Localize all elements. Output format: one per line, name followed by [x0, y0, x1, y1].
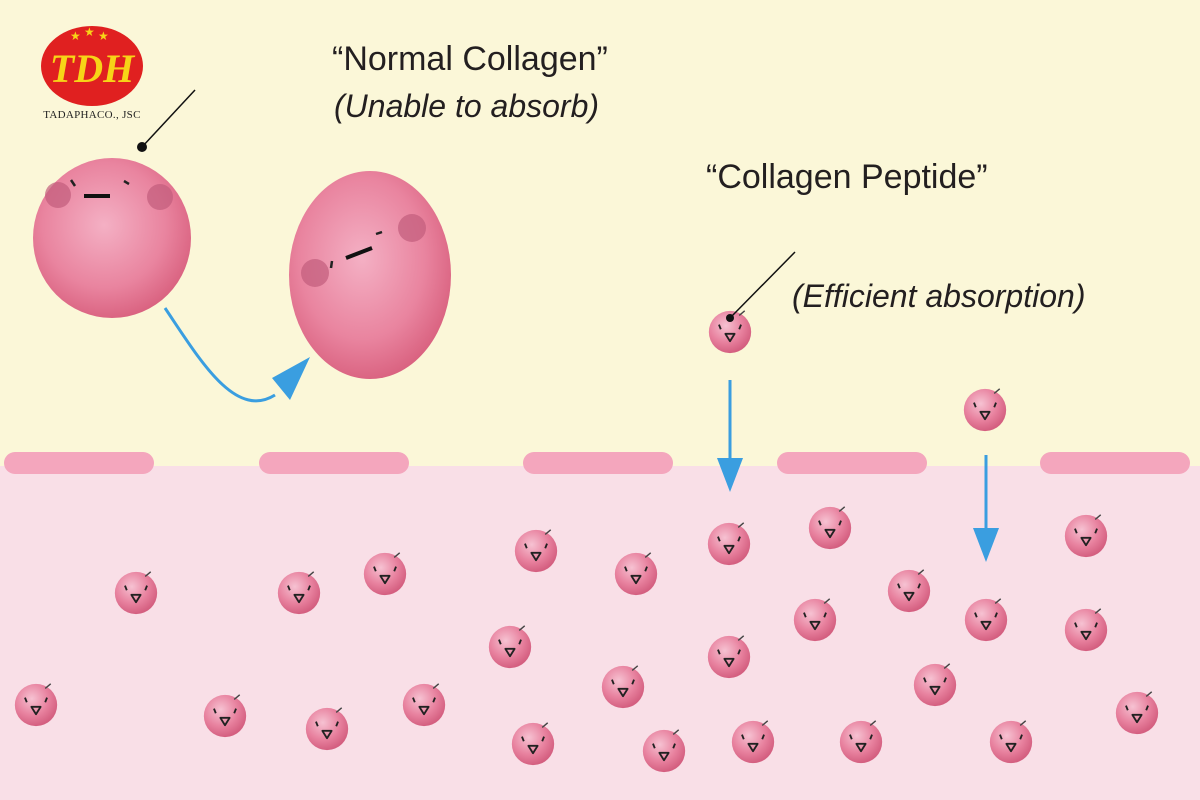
absorption-arrow — [973, 455, 999, 562]
membrane-segment — [4, 452, 154, 474]
normal-collagen-molecule-rejected — [289, 171, 451, 379]
peptide-molecule — [807, 505, 853, 551]
peptide-molecule — [202, 693, 248, 739]
peptide-molecule — [838, 719, 884, 765]
peptide-molecule-entering — [962, 387, 1008, 433]
membrane-segment — [523, 452, 673, 474]
peptide-molecule — [988, 719, 1034, 765]
normal-collagen-molecule — [33, 89, 196, 318]
peptide-molecule — [513, 528, 559, 574]
membrane-segment — [777, 452, 927, 474]
peptide-molecule — [487, 624, 533, 670]
collagen-peptide-molecule — [707, 251, 796, 355]
peptide-molecule — [706, 521, 752, 567]
peptide-molecule — [1114, 690, 1160, 736]
collagen-peptide-subtitle: (Efficient absorption) — [792, 278, 1086, 314]
peptide-molecule — [13, 682, 59, 728]
peptide-molecule — [641, 728, 687, 774]
peptide-molecule — [1063, 607, 1109, 653]
peptide-molecule — [304, 706, 350, 752]
membrane-segment — [259, 452, 409, 474]
peptide-molecule — [1063, 513, 1109, 559]
membrane — [4, 452, 1190, 474]
peptide-molecule — [362, 551, 408, 597]
svg-text:★: ★ — [84, 25, 95, 39]
absorption-arrow — [717, 380, 743, 492]
rejection-arrow — [163, 307, 310, 403]
svg-text:★: ★ — [98, 29, 109, 43]
membrane-segment — [1040, 452, 1190, 474]
peptide-molecule — [912, 662, 958, 708]
peptide-molecule — [706, 634, 752, 680]
tdh-logo: TDH ★ ★ ★ — [41, 25, 143, 106]
peptide-molecule — [113, 570, 159, 616]
peptide-molecule — [613, 551, 659, 597]
peptide-molecule — [886, 568, 932, 614]
peptide-molecule — [730, 719, 776, 765]
peptide-molecule — [276, 570, 322, 616]
upper-region — [0, 0, 1200, 466]
peptide-molecule — [401, 682, 447, 728]
collagen-peptide-title: “Collagen Peptide” — [706, 158, 988, 196]
peptide-molecule — [600, 664, 646, 710]
svg-text:★: ★ — [70, 29, 81, 43]
peptide-molecule — [792, 597, 838, 643]
peptide-molecule — [963, 597, 1009, 643]
svg-text:TDH: TDH — [50, 46, 136, 91]
company-name: TADAPHACO., JSC — [43, 109, 141, 121]
normal-collagen-title: “Normal Collagen” — [332, 40, 608, 78]
normal-collagen-subtitle: (Unable to absorb) — [334, 88, 600, 124]
peptide-molecule — [510, 721, 556, 767]
